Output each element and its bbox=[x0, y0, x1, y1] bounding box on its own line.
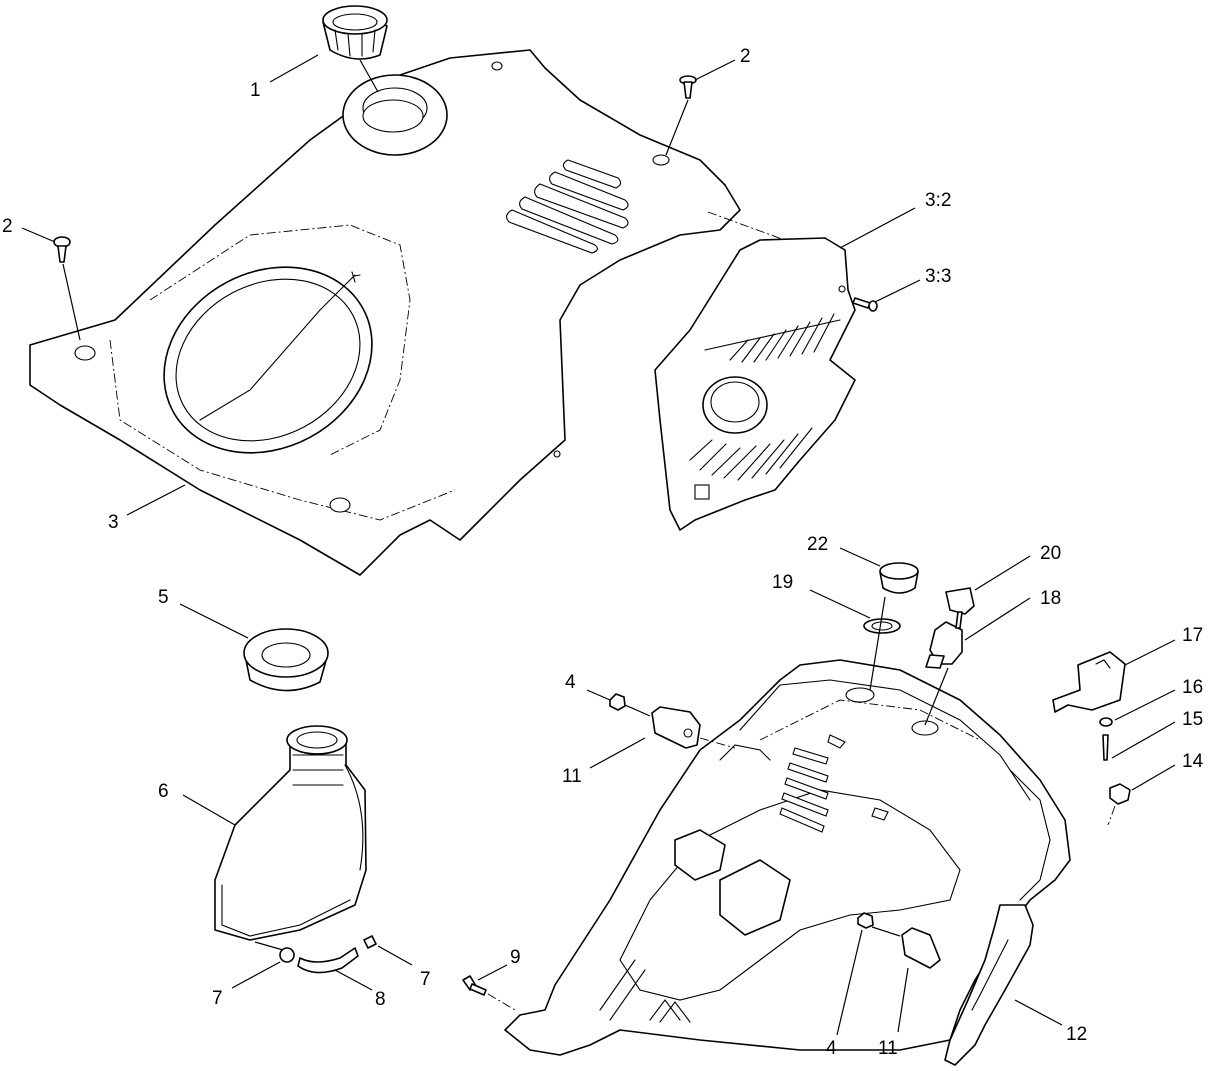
callout-3: 3 bbox=[108, 512, 119, 533]
fuel-tank bbox=[214, 725, 367, 941]
callout-19: 19 bbox=[772, 572, 793, 593]
callout-leaders bbox=[21, 54, 1176, 1036]
bolt-9 bbox=[462, 975, 516, 1011]
bracket-11-lower bbox=[871, 926, 941, 969]
knob-17 bbox=[1052, 651, 1126, 713]
callout-11-upper: 11 bbox=[562, 766, 582, 787]
callout-5: 5 bbox=[158, 587, 169, 608]
callout-4-upper: 4 bbox=[565, 672, 576, 693]
cap-22 bbox=[879, 562, 919, 594]
top-shroud bbox=[29, 49, 846, 576]
callout-22: 22 bbox=[807, 534, 828, 555]
callout-6: 6 bbox=[158, 781, 169, 802]
side-panel-vent-slots bbox=[689, 313, 835, 481]
bolt-4-upper bbox=[609, 693, 626, 711]
nut-14 bbox=[1107, 783, 1131, 826]
callout-1: 1 bbox=[250, 80, 261, 101]
screw-3-3 bbox=[852, 297, 878, 312]
callout-15: 15 bbox=[1182, 709, 1203, 730]
screw-top bbox=[665, 75, 697, 156]
screw-15 bbox=[1102, 734, 1109, 761]
bracket-11-upper bbox=[624, 704, 736, 749]
callout-4-lower: 4 bbox=[826, 1038, 837, 1059]
callout-8: 8 bbox=[375, 989, 386, 1010]
callout-7-right: 7 bbox=[420, 969, 431, 990]
callout-9: 9 bbox=[510, 947, 521, 968]
callout-labels: 1 2 2 3 3:2 3:3 4 4 5 6 7 7 8 9 11 11 12… bbox=[2, 46, 1204, 1059]
fuel-cap bbox=[322, 5, 388, 93]
callout-11-lower: 11 bbox=[878, 1038, 898, 1059]
callout-18: 18 bbox=[1040, 588, 1061, 609]
screw-left bbox=[53, 236, 81, 341]
side-vent-panel bbox=[654, 237, 856, 531]
callout-3-2: 3:2 bbox=[925, 190, 951, 211]
panel-vent-slots bbox=[779, 747, 829, 833]
side-guard bbox=[944, 904, 1034, 1066]
grommet bbox=[243, 628, 329, 692]
shroud-vent-slots bbox=[506, 159, 629, 254]
ignition-switch-18 bbox=[924, 621, 963, 726]
washer-16 bbox=[1099, 717, 1113, 727]
callout-16: 16 bbox=[1182, 677, 1203, 698]
callout-2-top: 2 bbox=[740, 46, 751, 67]
callout-12: 12 bbox=[1066, 1024, 1087, 1045]
key-20 bbox=[945, 587, 975, 629]
nut-19 bbox=[863, 596, 901, 691]
callout-7-left: 7 bbox=[212, 988, 223, 1009]
bolt-4-lower bbox=[857, 912, 874, 929]
callout-17: 17 bbox=[1182, 625, 1203, 646]
callout-2-left: 2 bbox=[2, 216, 13, 237]
callout-3-3: 3:3 bbox=[925, 266, 951, 287]
callout-14: 14 bbox=[1182, 751, 1204, 772]
callout-20: 20 bbox=[1040, 543, 1061, 564]
fuel-line-assembly bbox=[254, 935, 377, 974]
